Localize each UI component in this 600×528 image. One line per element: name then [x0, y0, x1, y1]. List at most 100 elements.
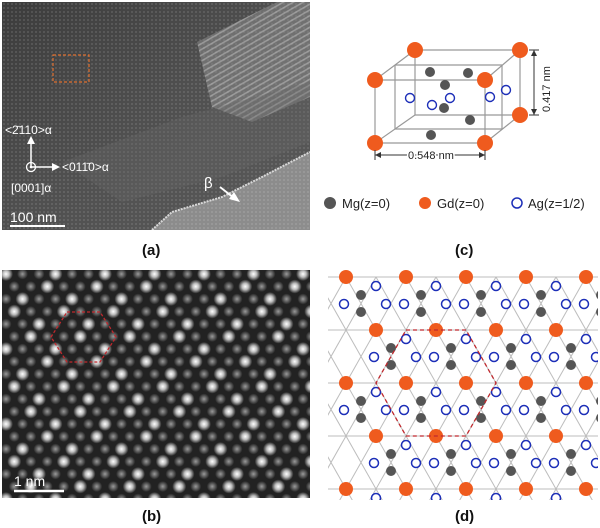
- atom-column: [256, 431, 268, 442]
- atom-column: [239, 456, 251, 467]
- ag-atom: [338, 298, 350, 310]
- atom-column: [271, 404, 286, 419]
- atom-column: [246, 342, 261, 356]
- ag-atom: [470, 351, 482, 363]
- atom-column: [231, 418, 243, 430]
- atom-column: [182, 293, 193, 305]
- atom-column: [50, 293, 61, 305]
- atom-column: [239, 406, 251, 417]
- atom-column: [215, 418, 226, 430]
- atom-column: [172, 479, 187, 494]
- atom-column: [8, 331, 20, 342]
- gd-atom: [459, 482, 473, 496]
- beta-phase-label: β: [204, 175, 213, 192]
- atom-column: [89, 429, 104, 444]
- atom-column: [287, 429, 302, 444]
- atom-column: [50, 368, 61, 380]
- ag-atom: [580, 439, 592, 451]
- atom-column: [124, 306, 136, 317]
- gd-atom: [489, 429, 503, 443]
- atom-column: [41, 306, 53, 317]
- gd-atom: [579, 482, 593, 496]
- ag-atom: [430, 386, 442, 398]
- atom-column: [281, 418, 292, 430]
- atom-column: [149, 468, 160, 480]
- ag-atom: [380, 298, 392, 310]
- atom-column: [289, 331, 301, 342]
- atom-column: [124, 381, 136, 392]
- atom-column: [231, 293, 243, 305]
- atom-column: [256, 281, 268, 292]
- mg-atom: [596, 414, 598, 422]
- atom-column: [56, 304, 71, 319]
- ag-atom: [380, 404, 392, 416]
- gd-atom: [519, 376, 533, 390]
- atom-column: [272, 281, 284, 292]
- gd-atom: [459, 270, 473, 284]
- gd-atom: [339, 376, 353, 390]
- ag-atom: [500, 298, 512, 310]
- atom-column: [180, 317, 195, 331]
- atom-column: [264, 493, 276, 498]
- atom-column: [131, 317, 145, 331]
- atom-column: [239, 381, 251, 392]
- atom-column: [147, 342, 162, 356]
- atom-column: [8, 481, 20, 492]
- atom-column: [296, 492, 310, 498]
- atom-column: [91, 331, 103, 342]
- atom-column: [140, 331, 152, 342]
- atom-column: [140, 406, 152, 417]
- atom-column: [91, 456, 103, 467]
- atom-column: [2, 270, 13, 281]
- atom-column: [107, 406, 119, 417]
- atom-column: [2, 468, 12, 480]
- atom-column: [230, 392, 244, 406]
- atom-column: [164, 367, 178, 381]
- atom-column: [287, 354, 302, 369]
- atom-column: [74, 381, 86, 392]
- panel-a-stem-image: <2̄110>α <011̄0>α [0001]α β 100 nm: [2, 2, 310, 230]
- mg-atom: [356, 396, 366, 406]
- atom-column: [281, 270, 292, 280]
- atom-column: [198, 293, 210, 305]
- atom-column: [165, 343, 177, 355]
- atom-column: [2, 417, 13, 431]
- mg-atom: [386, 449, 396, 459]
- atom-column: [25, 281, 37, 292]
- ag-atom: [578, 298, 590, 310]
- atom-column: [58, 431, 70, 442]
- atom-column: [182, 270, 193, 280]
- atom-column: [246, 270, 261, 281]
- atom-column: [256, 481, 268, 492]
- ag-atom: [440, 404, 452, 416]
- atom-column: [17, 343, 28, 355]
- unit-cell-gd-atoms: [367, 42, 528, 151]
- atom-column: [122, 479, 137, 494]
- atom-column: [83, 493, 94, 498]
- atom-column: [197, 417, 211, 431]
- atom-column: [83, 418, 94, 430]
- atom-column: [15, 442, 30, 456]
- atom-column: [99, 443, 111, 455]
- zone-axis-label: [0001]α: [11, 181, 51, 195]
- atom-column: [157, 431, 169, 442]
- atom-column: [131, 392, 145, 406]
- atom-column: [73, 329, 88, 344]
- atom-column: [272, 456, 284, 467]
- atom-column: [147, 492, 162, 498]
- atom-column: [256, 331, 268, 342]
- atom-column: [17, 468, 28, 480]
- atom-column: [238, 279, 253, 294]
- mg-atom: [416, 413, 426, 423]
- mg-atom: [476, 413, 486, 423]
- atom-column: [8, 281, 20, 292]
- atom-column: [198, 468, 210, 480]
- atom-column: [33, 343, 45, 355]
- mg-atom: [506, 449, 516, 459]
- atom-column: [182, 343, 193, 355]
- panel-b-caption: (b): [142, 508, 162, 525]
- atom-column: [116, 493, 127, 498]
- atom-column: [190, 456, 202, 467]
- atom-column: [114, 442, 129, 456]
- atom-column: [2, 393, 12, 405]
